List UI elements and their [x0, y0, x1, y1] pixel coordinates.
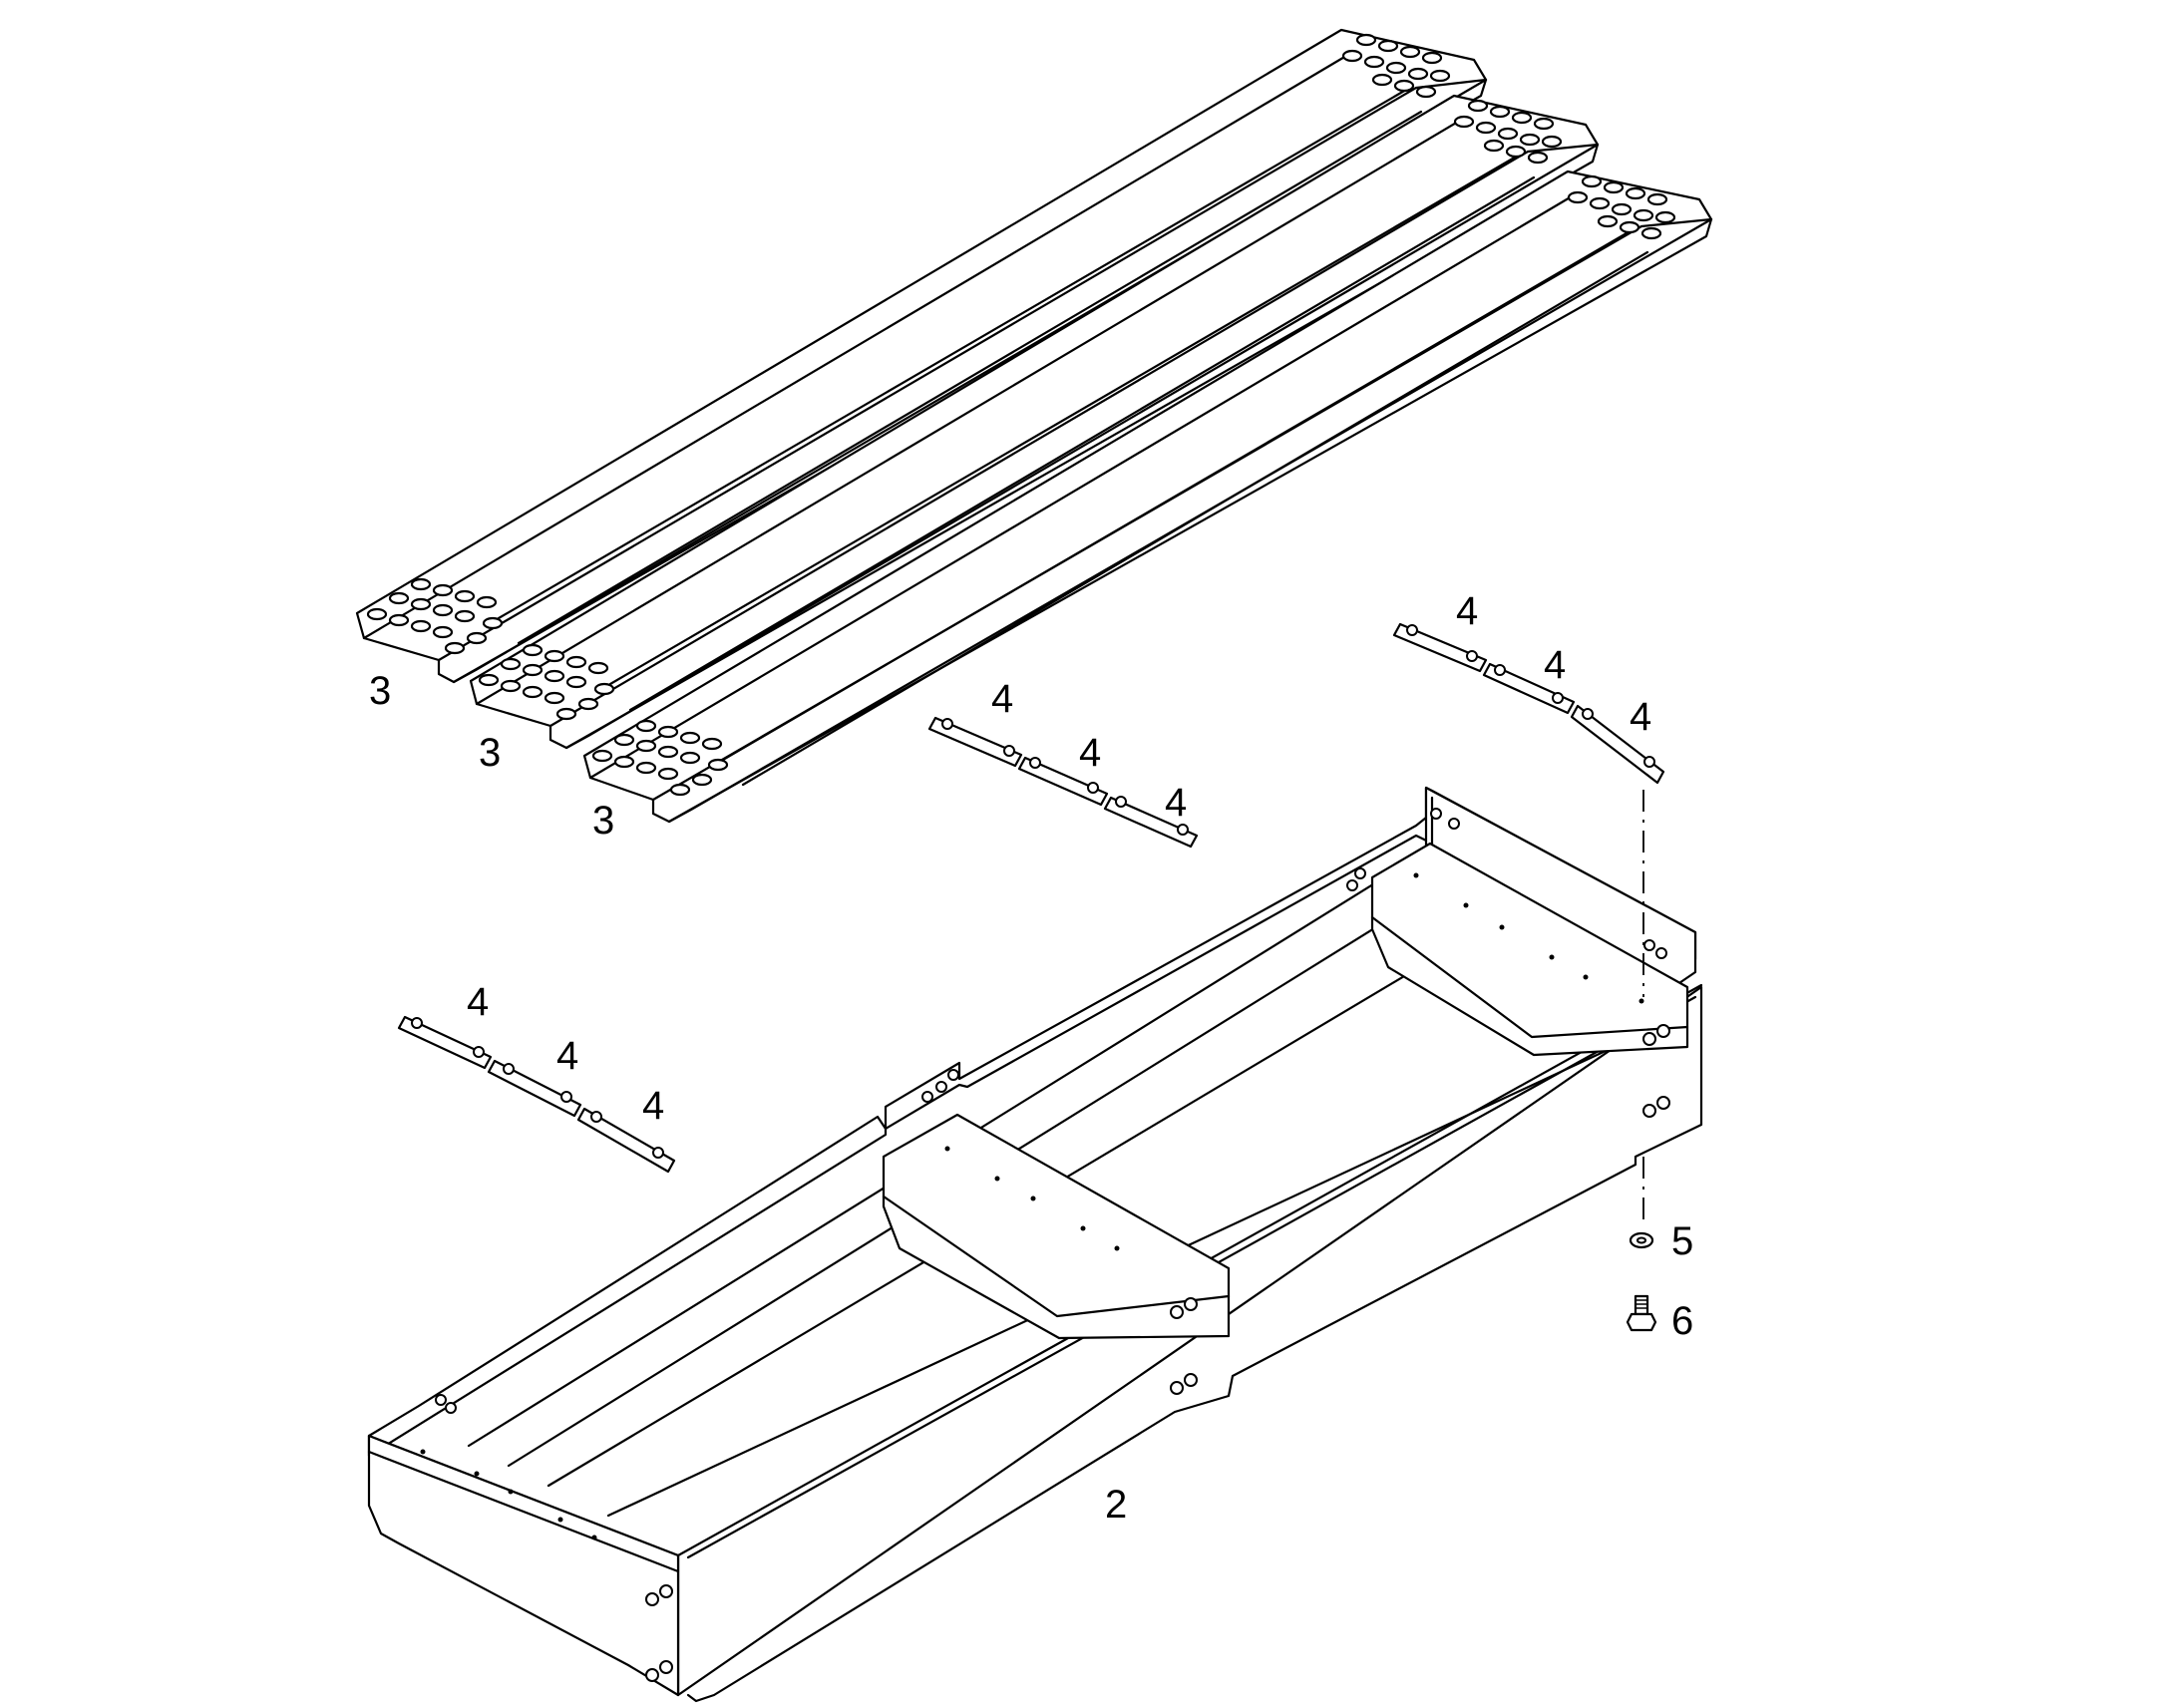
- step-grating-1: [355, 28, 1488, 684]
- callout-strip-c2: 4: [556, 1034, 578, 1078]
- strip-group-a: [927, 716, 1199, 849]
- callout-strip-b1: 4: [1456, 589, 1478, 633]
- hex-bolt: [1626, 1294, 1657, 1332]
- perforation-pattern: [366, 33, 1451, 655]
- callout-bolt: 6: [1671, 1299, 1693, 1343]
- callout-strip-a1: 4: [991, 677, 1013, 721]
- perforation-pattern: [478, 99, 1563, 721]
- callout-labels: 2 3 3 3 4 4 4 4 4 4 4 4 4 5 6: [369, 589, 1693, 1527]
- callout-strip-a2: 4: [1079, 731, 1101, 775]
- callout-strip-c1: 4: [467, 980, 489, 1024]
- perforation-pattern: [591, 174, 1676, 797]
- step-grating-2: [469, 94, 1600, 750]
- strip-group-c: [397, 1015, 676, 1174]
- callout-grating-2: 3: [479, 731, 501, 775]
- callout-strip-c3: 4: [642, 1084, 664, 1128]
- callout-grating-3: 3: [592, 799, 614, 843]
- callout-frame: 2: [1105, 1483, 1127, 1527]
- strip-group-b: [1392, 622, 1665, 785]
- callout-grating-1: 3: [369, 669, 391, 713]
- step-grating-3: [582, 170, 1713, 824]
- step-frame: [367, 786, 1703, 1703]
- callout-strip-b2: 4: [1544, 643, 1566, 687]
- washer: [1629, 1231, 1654, 1249]
- callout-strip-a3: 4: [1165, 781, 1187, 825]
- callout-strip-b3: 4: [1630, 695, 1651, 739]
- callout-washer: 5: [1671, 1219, 1693, 1263]
